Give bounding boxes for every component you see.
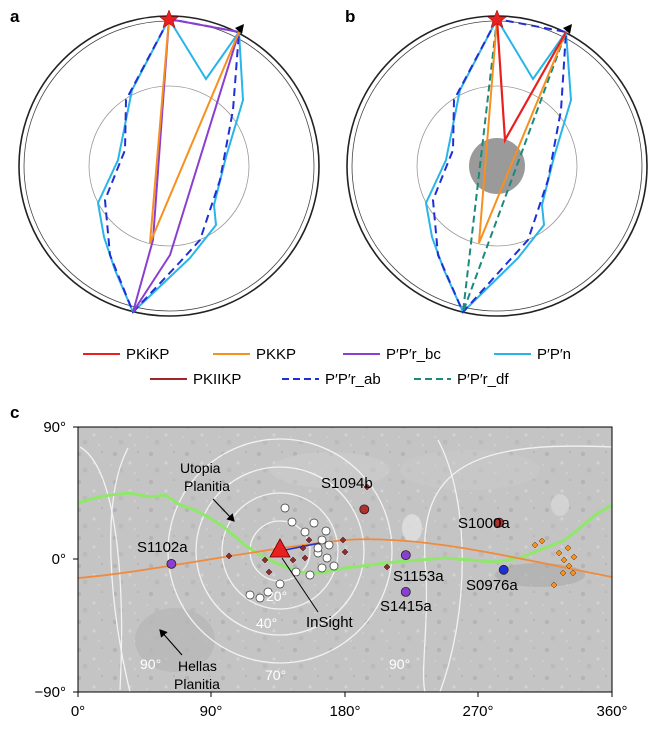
ray-pkkp-a — [149, 18, 240, 244]
legend-label: P′P′r_df — [457, 371, 509, 388]
core-boundary-b — [416, 85, 578, 247]
distance-label-20: 20° — [266, 588, 287, 604]
legend-label: PKiKP — [126, 346, 169, 363]
panel-c-label: c — [10, 403, 19, 422]
panel-a: a — [10, 7, 320, 317]
panel-b-label: b — [345, 7, 355, 26]
ray-ppn-b — [424, 16, 573, 314]
legend-item-ppr-df: P′P′r_df — [414, 371, 509, 388]
event-marker-s1094b — [359, 504, 370, 515]
region-label-hellas-2: Planitia — [174, 676, 220, 692]
x-tick-360: 360° — [596, 703, 627, 720]
event-label-s1415a: S1415a — [380, 598, 432, 615]
event-marker-s0976a — [498, 564, 509, 575]
legend-label: P′P′n — [537, 346, 571, 363]
planet-surface-a — [18, 15, 320, 317]
contour-70-left — [110, 447, 131, 692]
white-event-cluster — [245, 503, 339, 603]
legend-item-ppn: P′P′n — [494, 346, 571, 363]
insight-label: InSight — [306, 614, 354, 631]
panel-c: c — [10, 403, 628, 720]
legend-item-pkiikp: PKIIKP — [150, 371, 241, 388]
region-label-hellas-1: Hellas — [178, 658, 217, 674]
core-boundary-a — [88, 85, 250, 247]
x-tick-0: 0° — [71, 703, 85, 720]
legend: PKiKP PKKP P′P′r_bc P′P′n PKIIKP P′P′r_a… — [83, 346, 571, 388]
event-marker-s1415a — [400, 587, 411, 597]
y-tick-minus90: −90° — [35, 684, 66, 701]
distance-label-70: 70° — [265, 667, 286, 683]
insight-path-line — [279, 542, 321, 552]
map-area: 20° 40° 70° 90° 90° — [78, 427, 612, 692]
pkkp-event-cluster — [531, 537, 578, 589]
ray-ppn-a — [96, 16, 245, 314]
contour-90-right — [422, 445, 612, 692]
hellas-arrow — [159, 629, 183, 656]
station-marker-a — [235, 24, 244, 34]
distance-label-90-right: 90° — [389, 656, 410, 672]
contour-30 — [195, 466, 365, 636]
panel-b: b — [345, 7, 648, 317]
x-tick-90: 90° — [200, 703, 223, 720]
ray-ppr-ab-a — [103, 17, 241, 314]
x-tick-180: 180° — [329, 703, 360, 720]
distance-label-40: 40° — [256, 615, 277, 631]
region-label-utopia-2: Planitia — [184, 478, 230, 494]
event-marker-s1153a — [400, 550, 411, 560]
axis-ticks — [73, 426, 613, 697]
event-marker-s1102a — [166, 559, 177, 569]
panel-a-label: a — [10, 7, 20, 26]
legend-label: PKIIKP — [193, 371, 241, 388]
event-marker-s1000a — [494, 517, 505, 528]
y-tick-90: 90° — [43, 419, 66, 436]
ray-ppr-ab-b — [431, 17, 568, 314]
legend-item-pkkp: PKKP — [213, 346, 296, 363]
legend-item-ppr-bc: P′P′r_bc — [343, 346, 441, 363]
planet-inner-surface-a — [23, 20, 315, 312]
utopia-arrow — [212, 498, 235, 522]
event-label-s0976a: S0976a — [466, 577, 518, 594]
legend-label: PKKP — [256, 346, 296, 363]
contour-40 — [167, 438, 393, 664]
legend-item-ppr-ab: P′P′r_ab — [282, 371, 381, 388]
contour-90-left — [79, 446, 123, 691]
distance-label-90-left: 90° — [140, 656, 161, 672]
contour-70-right — [437, 439, 463, 692]
ray-pkkp-b — [478, 18, 567, 244]
event-label-s1000a: S1000a — [458, 515, 510, 532]
legend-label: P′P′r_bc — [386, 346, 441, 363]
legend-label: P′P′r_ab — [325, 371, 381, 388]
event-label-s1102a: S1102a — [137, 539, 188, 556]
contour-20 — [221, 492, 339, 610]
pkiikp-event-cluster — [225, 483, 391, 576]
ray-pkikp-b — [495, 18, 567, 144]
star-marker-b — [486, 9, 508, 29]
legend-item-pkikp: PKiKP — [83, 346, 169, 363]
station-marker-b — [563, 24, 572, 34]
y-tick-0: 0° — [52, 551, 66, 568]
x-tick-270: 270° — [462, 703, 493, 720]
star-marker-a — [158, 9, 180, 29]
ray-ppr-bc-a — [132, 17, 241, 313]
event-label-s1094b: S1094b — [321, 475, 373, 492]
insight-station-marker — [269, 538, 291, 558]
region-label-utopia-1: Utopia — [180, 460, 221, 476]
event-label-s1153a: S1153a — [393, 568, 444, 585]
insight-pointer — [281, 557, 319, 613]
